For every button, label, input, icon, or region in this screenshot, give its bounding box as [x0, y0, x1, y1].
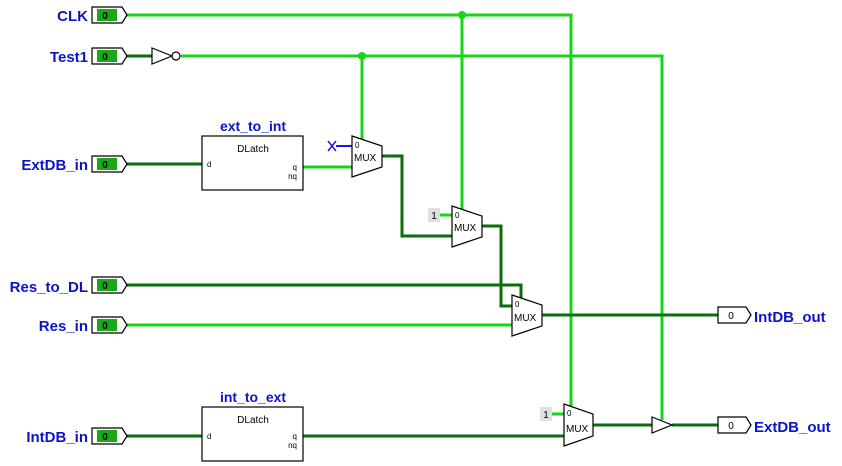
mux-sel0: 0 [567, 409, 572, 418]
pin-value-intdb-in: 0 [102, 432, 108, 443]
pin-value-res-to-dl: 0 [102, 281, 108, 292]
const-value: 1 [431, 211, 437, 222]
wire-mux1-out [382, 154, 452, 238]
latch-instance-label: ext_to_int [220, 118, 286, 134]
input-pin-extdb-in[interactable]: ExtDB_in 0 [21, 155, 128, 174]
latch-type-label: DLatch [237, 415, 269, 426]
mux-1[interactable]: 0 MUX [327, 135, 383, 178]
pin-label-extdb-out: ExtDB_out [754, 419, 831, 436]
input-pin-intdb-in[interactable]: IntDB_in 0 [26, 427, 128, 446]
wire-junction-clk [458, 11, 466, 19]
pin-value-intdb-out: 0 [728, 311, 734, 322]
wire-junction-test1 [358, 52, 366, 60]
latch-pin-nq: nq [288, 441, 297, 450]
input-pin-test1[interactable]: Test1 0 [50, 47, 128, 66]
mux-4[interactable]: 0 MUX 1 [540, 403, 594, 447]
pin-label-intdb-in: IntDB_in [26, 429, 88, 446]
mux-label: MUX [354, 153, 377, 164]
latch-ext-to-int[interactable]: ext_to_int DLatch d q nq [201, 118, 304, 191]
input-pin-res-to-dl[interactable]: Res_to_DL 0 [10, 276, 128, 296]
pin-value-res-in: 0 [102, 321, 108, 332]
undefined-marker-icon [327, 140, 337, 152]
pin-label-test1: Test1 [50, 49, 88, 66]
pin-label-extdb-in: ExtDB_in [21, 157, 88, 174]
wire-clk [126, 13, 573, 408]
mux-sel0: 0 [455, 211, 460, 220]
latch-pin-q: q [293, 163, 297, 172]
wires [126, 11, 718, 438]
pin-value-extdb-in: 0 [102, 160, 108, 171]
not-gate[interactable] [151, 47, 181, 65]
wire-test1 [181, 54, 664, 420]
pin-label-intdb-out: IntDB_out [754, 309, 826, 326]
pin-label-res-in: Res_in [39, 318, 88, 335]
latch-int-to-ext[interactable]: int_to_ext DLatch d q nq [201, 389, 304, 462]
input-pin-clk[interactable]: CLK 0 [57, 6, 128, 25]
pin-value-extdb-out: 0 [728, 421, 734, 432]
pin-value-clk: 0 [102, 11, 108, 22]
pin-label-res-to-dl: Res_to_DL [10, 279, 88, 296]
pin-label-clk: CLK [57, 8, 88, 25]
mux-label: MUX [566, 424, 589, 435]
mux-label: MUX [454, 223, 477, 234]
output-pin-extdb-out[interactable]: 0 ExtDB_out [717, 416, 831, 436]
latch-pin-nq: nq [288, 172, 297, 181]
mux-label: MUX [514, 313, 537, 324]
mux-3[interactable]: 0 MUX [511, 294, 543, 337]
latch-pin-d: d [207, 432, 211, 441]
latch-instance-label: int_to_ext [220, 389, 286, 405]
const-value: 1 [543, 410, 549, 421]
mux-sel0: 0 [355, 141, 360, 150]
wire-res-to-dl [126, 283, 523, 298]
input-pin-res-in[interactable]: Res_in 0 [39, 316, 128, 335]
latch-pin-d: d [207, 160, 211, 169]
wire-mux2-out [482, 224, 512, 308]
latch-type-label: DLatch [237, 144, 269, 155]
output-pin-intdb-out[interactable]: 0 IntDB_out [717, 306, 826, 326]
buffer-gate[interactable] [651, 416, 674, 434]
mux-sel0: 0 [515, 300, 520, 309]
pin-value-test1: 0 [102, 52, 108, 63]
mux-2[interactable]: 0 MUX 1 [428, 205, 483, 248]
latch-pin-q: q [293, 432, 297, 441]
